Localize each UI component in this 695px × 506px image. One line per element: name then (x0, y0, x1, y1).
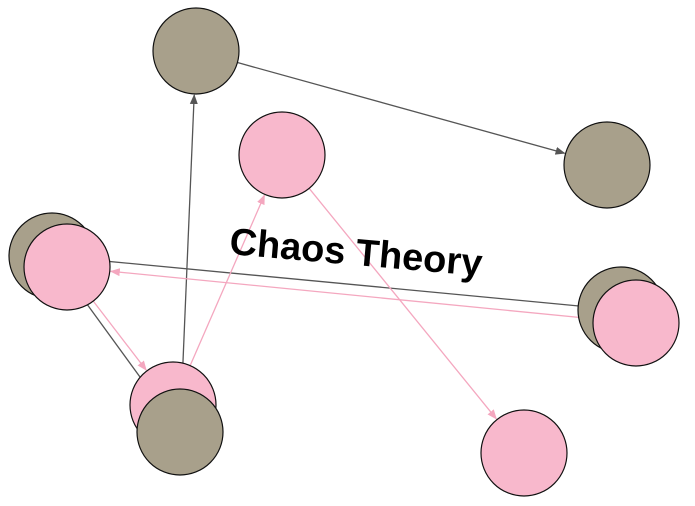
node-p5[interactable] (480, 409, 568, 497)
nodes-layer (8, 7, 680, 497)
node-g2[interactable] (563, 121, 651, 209)
edge-g5-to-g1 (181, 94, 198, 390)
edges-layer (76, 61, 595, 420)
edge-p3-to-p1 (189, 194, 265, 367)
node-g5[interactable] (136, 388, 224, 476)
node-g1[interactable] (152, 7, 240, 95)
node-p2[interactable] (23, 223, 111, 311)
diagram-title: Chaos Theory (228, 221, 484, 285)
edge-p2-to-p3 (92, 300, 147, 371)
edge-g4-to-g3 (94, 257, 580, 307)
edge-p4-to-p2 (109, 268, 595, 320)
edge-g1-to-g2 (236, 61, 566, 155)
node-p4[interactable] (592, 279, 680, 367)
node-p1[interactable] (238, 111, 326, 199)
edge-p1-to-p5 (308, 187, 497, 420)
